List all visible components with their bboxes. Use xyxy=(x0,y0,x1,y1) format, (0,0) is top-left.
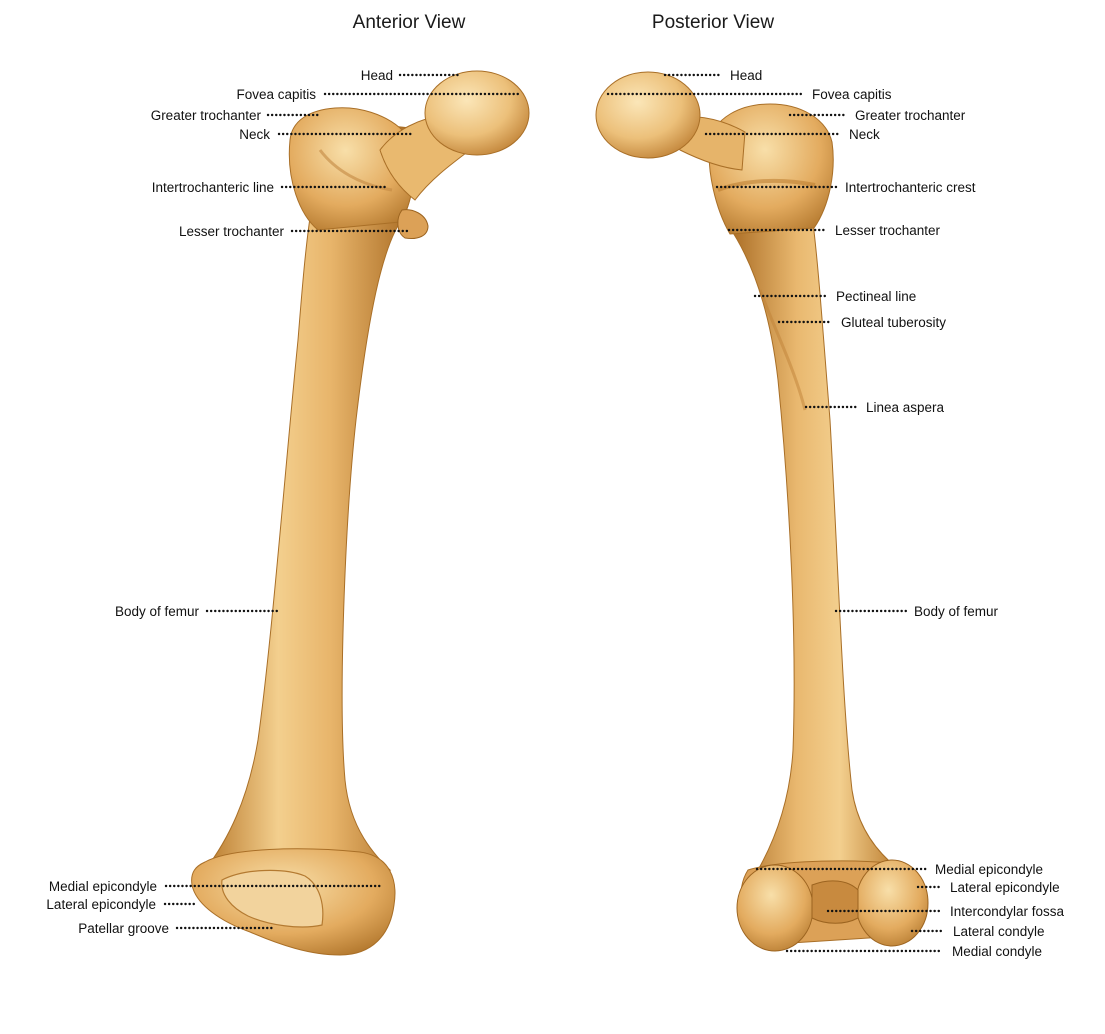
label-posterior-body-of-femur: Body of femur xyxy=(914,604,999,619)
posterior-view-title: Posterior View xyxy=(652,12,774,33)
label-posterior-intertrochanteric-crest: Intertrochanteric crest xyxy=(845,180,976,195)
posterior-femur-illustration xyxy=(596,72,928,951)
label-anterior-greater-trochanter: Greater trochanter xyxy=(151,108,262,123)
label-posterior-linea-aspera: Linea aspera xyxy=(866,400,945,415)
label-anterior-head: Head xyxy=(361,68,393,83)
label-posterior-lateral-epicondyle: Lateral epicondyle xyxy=(950,880,1060,895)
posterior-intercondylar-fossa xyxy=(812,881,858,923)
label-posterior-head: Head xyxy=(730,68,762,83)
label-posterior-neck: Neck xyxy=(849,127,880,142)
label-posterior-gluteal-tuberosity: Gluteal tuberosity xyxy=(841,315,946,330)
label-anterior-body-of-femur: Body of femur xyxy=(115,604,200,619)
label-posterior-greater-trochanter: Greater trochanter xyxy=(855,108,966,123)
anterior-lesser-trochanter xyxy=(398,210,428,239)
label-anterior-neck: Neck xyxy=(239,127,270,142)
label-posterior-medial-condyle: Medial condyle xyxy=(952,944,1042,959)
anterior-femur-illustration xyxy=(192,71,529,955)
anterior-head xyxy=(425,71,529,155)
label-posterior-lesser-trochanter: Lesser trochanter xyxy=(835,223,941,238)
label-posterior-intercondylar-fossa: Intercondylar fossa xyxy=(950,904,1065,919)
label-posterior-pectineal-line: Pectineal line xyxy=(836,289,916,304)
label-anterior-lesser-trochanter: Lesser trochanter xyxy=(179,224,285,239)
label-anterior-lateral-epicondyle: Lateral epicondyle xyxy=(46,897,156,912)
posterior-head xyxy=(596,72,700,158)
label-posterior-lateral-condyle: Lateral condyle xyxy=(953,924,1045,939)
label-anterior-medial-epicondyle: Medial epicondyle xyxy=(49,879,157,894)
posterior-shaft xyxy=(728,215,900,870)
posterior-medial-condyle-shape xyxy=(856,860,928,946)
label-posterior-medial-epicondyle: Medial epicondyle xyxy=(935,862,1043,877)
label-anterior-patellar-groove: Patellar groove xyxy=(78,921,169,936)
label-anterior-intertrochanteric-line: Intertrochanteric line xyxy=(152,180,274,195)
label-posterior-fovea-capitis: Fovea capitis xyxy=(812,87,892,102)
posterior-lateral-condyle-shape xyxy=(737,865,813,951)
anterior-view-title: Anterior View xyxy=(353,12,466,33)
label-anterior-fovea-capitis: Fovea capitis xyxy=(236,87,316,102)
